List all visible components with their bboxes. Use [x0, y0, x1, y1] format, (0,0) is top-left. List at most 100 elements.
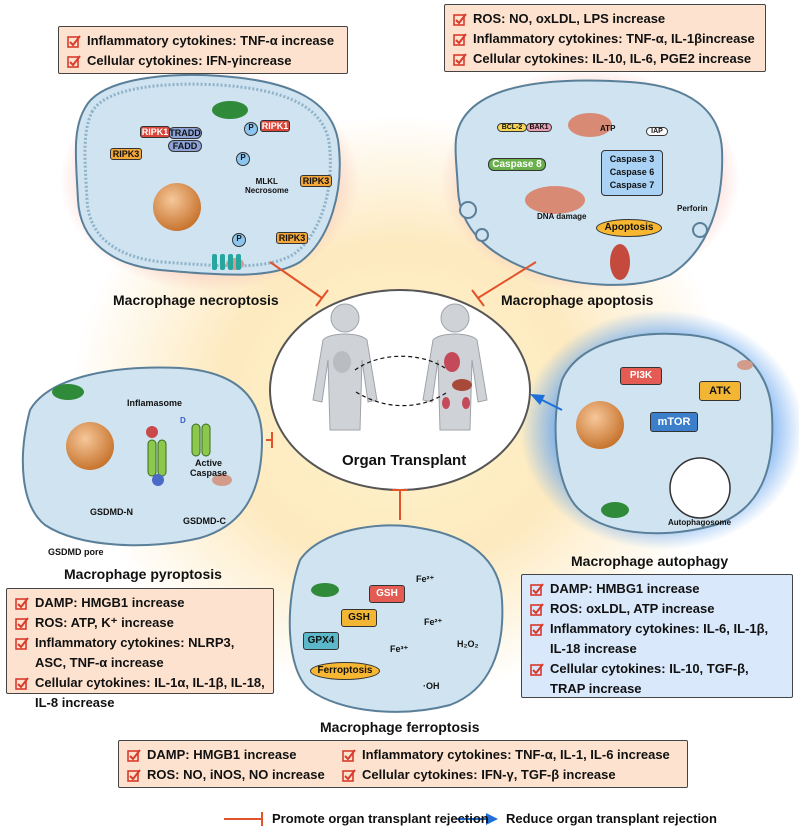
check-icon — [530, 622, 544, 636]
check-icon — [453, 52, 467, 66]
fadd-label: FADD — [168, 140, 202, 152]
p-badge: P — [232, 233, 246, 247]
gsh-label: GSH — [369, 585, 405, 603]
ripk3-label-3: RIPK3 — [276, 232, 308, 244]
necro-item-1: Inflammatory cytokines: TNF-α increase — [87, 33, 335, 48]
pyroptosis-cell — [21, 366, 264, 547]
list-item: DAMP: HMGB1 increase — [127, 745, 342, 765]
fe2-label: Fe²⁺ — [416, 574, 435, 584]
gpx4-label: GPX4 — [303, 632, 339, 650]
check-icon — [342, 768, 356, 782]
auto-item-3: Inflammatory cytokines: IL-6, IL-1β, IL-… — [550, 621, 769, 656]
list-item: Inflammatory cytokines: TNF-α, IL-1βincr… — [453, 29, 757, 49]
list-item: Cellular cytokines: IFN-γ, TGF-β increas… — [342, 765, 682, 785]
bak1-label: BAK1 — [526, 123, 552, 132]
transplant-dashed-path — [354, 355, 447, 407]
caspase7-label: Caspase 7 — [609, 180, 655, 190]
apoptosis-box: ROS: NO, oxLDL, LPS increase Inflammator… — [444, 4, 766, 72]
bcl2-label: BCL-2 — [497, 123, 527, 132]
check-icon — [67, 54, 81, 68]
caspase-icon — [146, 423, 211, 486]
auto-item-2: ROS: oxLDL, ATP increase — [550, 601, 715, 616]
mtor-label: mTOR — [650, 412, 698, 432]
legend-reduce-text: Reduce organ transplant rejection — [506, 811, 717, 826]
check-icon — [530, 662, 544, 676]
perforin-label: Perforin — [677, 204, 708, 213]
list-item: Cellular cytokines: IL-10, IL-6, PGE2 in… — [453, 49, 757, 69]
check-icon — [15, 616, 29, 630]
ferro-item-4: Cellular cytokines: IFN-γ, TGF-β increas… — [362, 767, 616, 782]
list-item: Inflammatory cytokines: TNF-α increase — [67, 31, 339, 51]
ripk3-label-2: RIPK3 — [300, 175, 332, 187]
check-icon — [127, 748, 141, 762]
necroptosis-box: Inflammatory cytokines: TNF-α increase C… — [58, 26, 348, 74]
gsdmd-c-label: GSDMD-C — [183, 516, 226, 526]
pyro-item-2: ROS: ATP, K⁺ increase — [35, 615, 174, 630]
apop-item-2: Inflammatory cytokines: TNF-α, IL-1βincr… — [473, 31, 755, 46]
organ-marks — [333, 351, 472, 409]
list-item: Cellular cytokines: IFN-γincrease — [67, 51, 339, 71]
center-label: Organ Transplant — [342, 452, 467, 469]
ferro-item-3: ROS: NO, iNOS, NO increase — [147, 767, 325, 782]
ferroptosis-burst: Ferroptosis — [310, 662, 380, 680]
caspase8-label: Caspase 8 — [488, 158, 546, 171]
ripk3-label: RIPK3 — [110, 148, 142, 160]
pyro-item-3: Inflammatory cytokines: NLRP3, ASC, TNF-… — [35, 635, 235, 670]
check-icon — [453, 12, 467, 26]
list-item: ROS: NO, oxLDL, LPS increase — [453, 9, 757, 29]
ion-channel-icon — [212, 254, 241, 270]
pyroptosis-box: DAMP: HMGB1 increase ROS: ATP, K⁺ increa… — [6, 588, 274, 710]
pyro-item-4: Cellular cytokines: IL-1α, IL-1β, IL-18,… — [35, 675, 265, 710]
necro-item-2: Cellular cytokines: IFN-γincrease — [87, 53, 292, 68]
ferro-item-2: Inflammatory cytokines: TNF-α, IL-1, IL-… — [362, 747, 670, 762]
autophagosome-label: Autophagosome — [668, 518, 732, 527]
list-item: ROS: oxLDL, ATP increase — [530, 599, 784, 619]
ferroptosis-box: DAMP: HMGB1 increase Inflammatory cytoki… — [118, 740, 688, 788]
active-caspase-label: Active Caspase — [190, 458, 228, 478]
autophagy-box: DAMP: HMBG1 increase ROS: oxLDL, ATP inc… — [521, 574, 793, 698]
check-icon — [530, 602, 544, 616]
ripk1-label-2: RIPK1 — [260, 120, 290, 132]
list-item: DAMP: HMBG1 increase — [530, 579, 784, 599]
check-icon — [15, 636, 29, 650]
legend-promote-text: Promote organ transplant rejection — [272, 811, 489, 826]
autophagy-title: Macrophage autophagy — [571, 553, 729, 569]
caspase3-label: Caspase 3 — [609, 154, 655, 164]
ferroptosis-cell — [288, 524, 504, 713]
auto-item-1: DAMP: HMBG1 increase — [550, 581, 700, 596]
pyroptosis-title: Macrophage pyroptosis — [64, 566, 222, 582]
list-item: Inflammatory cytokines: IL-6, IL-1β, IL-… — [530, 619, 784, 659]
list-item: Cellular cytokines: IL-10, TGF-β, TRAP i… — [530, 659, 784, 699]
promote-arrows — [266, 261, 537, 520]
check-icon — [15, 596, 29, 610]
dna-damage-label: DNA damage — [537, 212, 587, 221]
caspase6-label: Caspase 6 — [609, 167, 655, 177]
inflamasome-label: Inflamasome — [127, 398, 183, 408]
h2o2-label: H₂O₂ — [457, 639, 479, 649]
ferro-item-1: DAMP: HMGB1 increase — [147, 747, 297, 762]
necroptosis-title: Macrophage necroptosis — [113, 292, 279, 308]
gsdmd-pore-label: GSDMD pore — [48, 547, 104, 557]
gsdmd-n-label: GSDMD-N — [90, 507, 133, 517]
apoptosis-cell — [440, 68, 740, 292]
atp-label: ATP — [600, 124, 616, 133]
apoptosis-title: Macrophage apoptosis — [501, 292, 654, 308]
list-item: ROS: ATP, K⁺ increase — [15, 613, 265, 633]
ferroptosis-title: Macrophage ferroptosis — [320, 719, 480, 735]
tradd-label: TRADD — [168, 127, 202, 139]
p-badge: P — [236, 152, 250, 166]
fe2-label-2: Fe²⁺ — [424, 617, 443, 627]
check-icon — [67, 34, 81, 48]
p-badge: P — [244, 122, 258, 136]
apop-item-1: ROS: NO, oxLDL, LPS increase — [473, 11, 666, 26]
check-icon — [342, 748, 356, 762]
list-item: Inflammatory cytokines: TNF-α, IL-1, IL-… — [342, 745, 682, 765]
apoptosis-burst: Apoptosis — [596, 219, 662, 237]
iap-label: IAP — [646, 127, 668, 136]
legend-reduce-mark — [456, 813, 498, 825]
list-item: Cellular cytokines: IL-1α, IL-1β, IL-18,… — [15, 673, 265, 713]
check-icon — [127, 768, 141, 782]
list-item: ROS: NO, iNOS, NO increase — [127, 765, 342, 785]
mlkl-label: MLKL Necrosome — [245, 177, 289, 195]
check-icon — [453, 32, 467, 46]
